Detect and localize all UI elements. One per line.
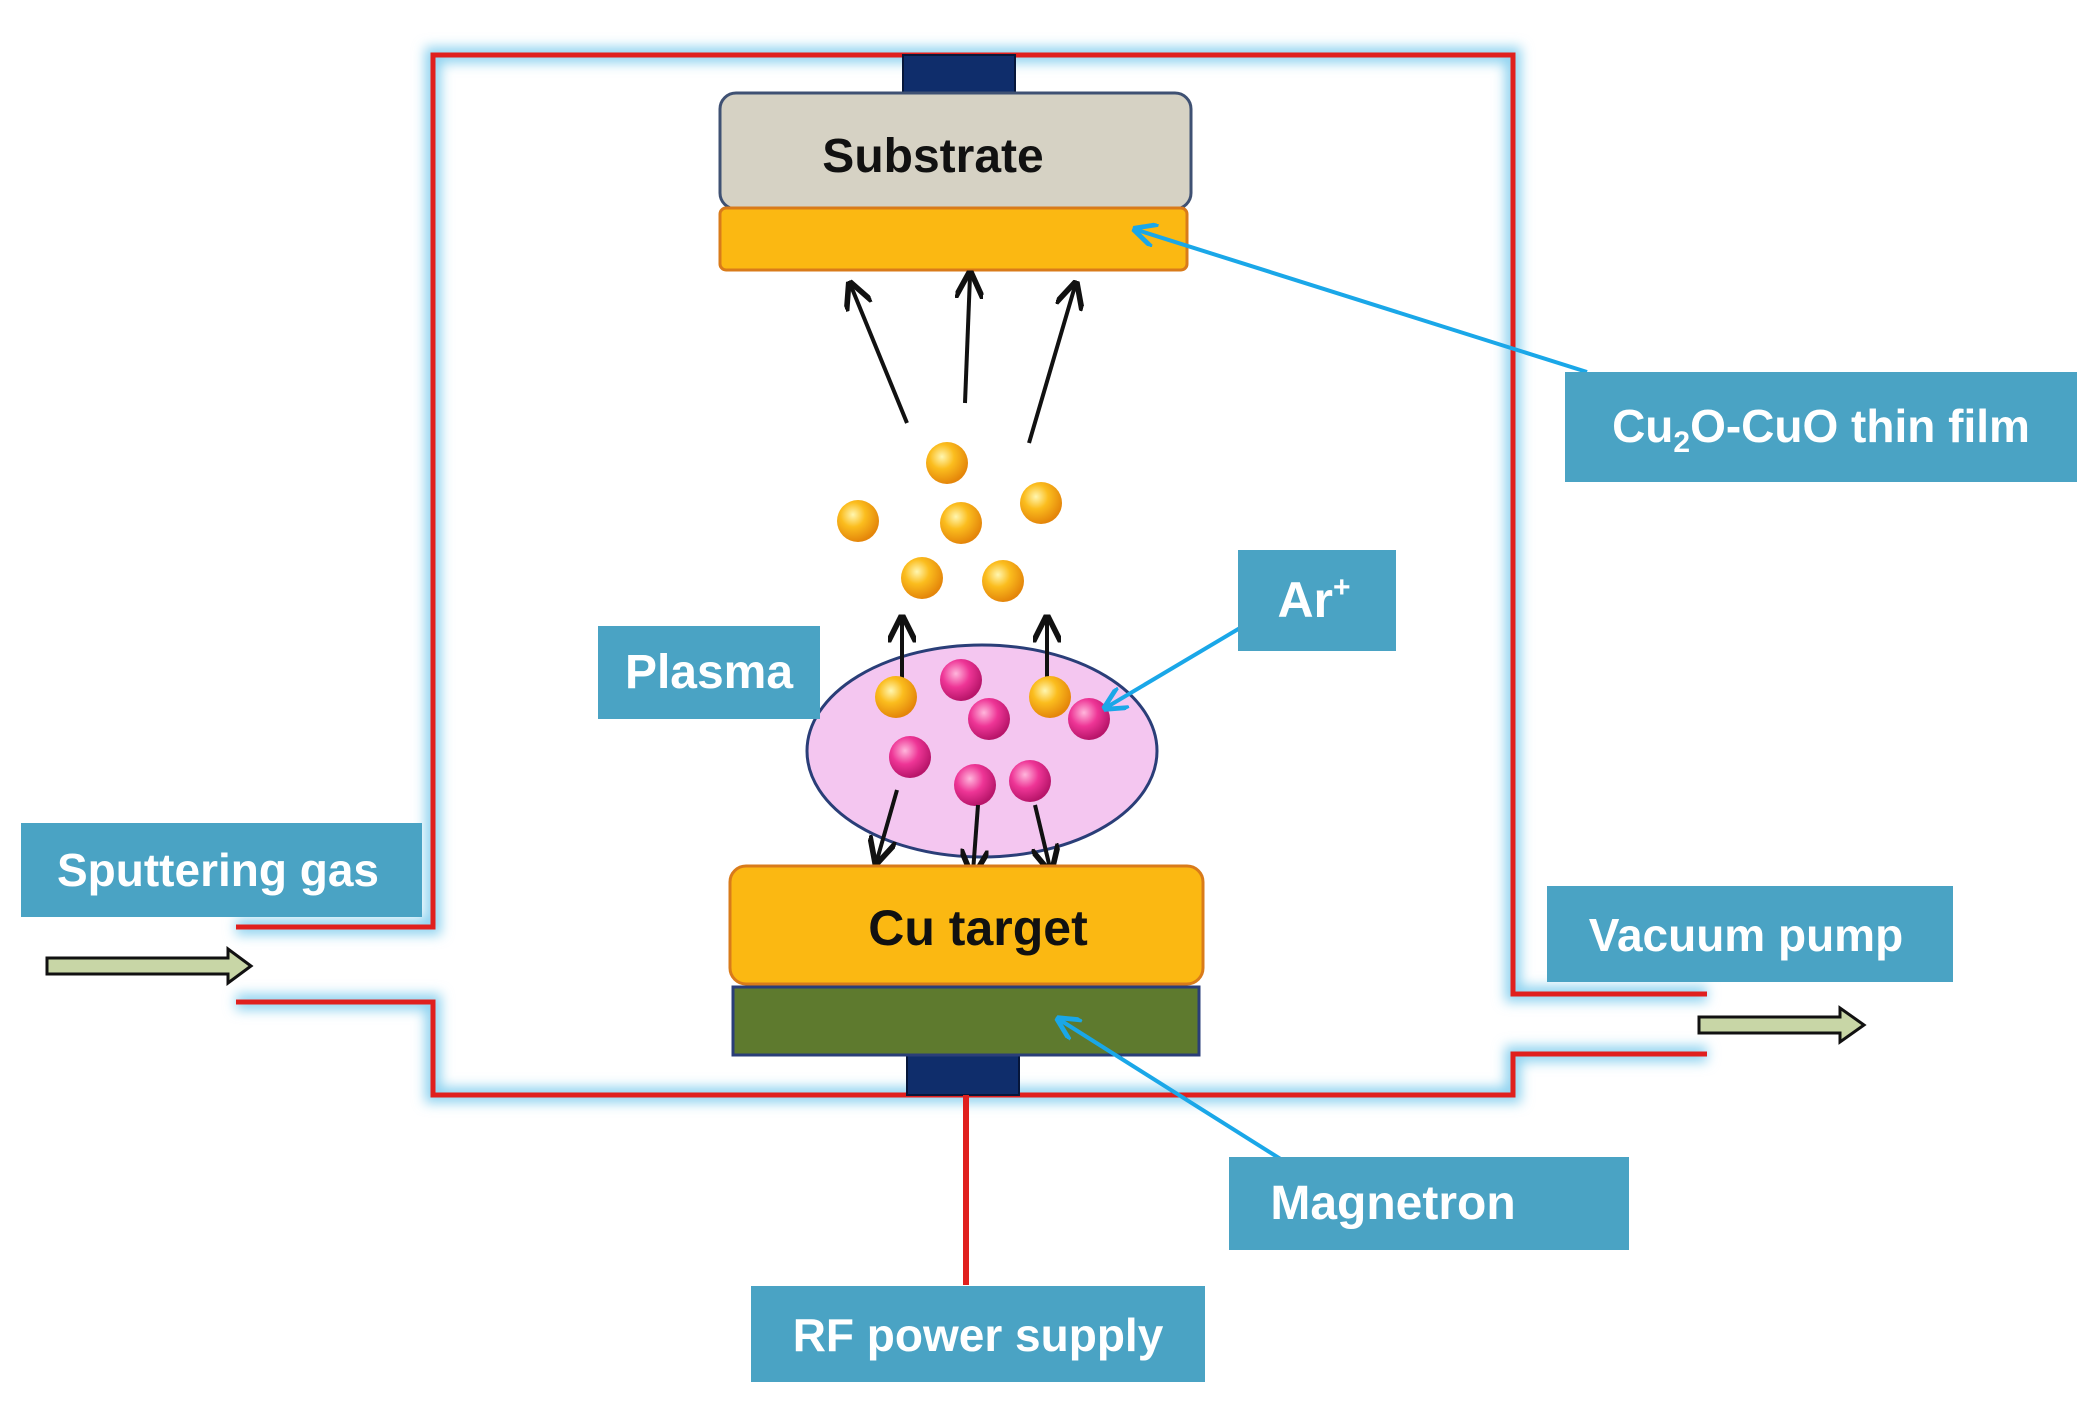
vacuum-pump-label: Vacuum pump	[1589, 909, 1903, 961]
magnetron-label: Magnetron	[1270, 1177, 1515, 1230]
top-feedthrough	[902, 54, 1016, 99]
plasma-cu-particles	[875, 676, 1071, 718]
pump-outlet-arrow	[1697, 1005, 1867, 1045]
label-vacuum-pump: Vacuum pump	[1547, 886, 1953, 982]
bottom-feedthrough	[906, 1054, 1020, 1096]
label-thin-film: Cu2O-CuO thin film	[1565, 372, 2077, 482]
svg-text:Cu2O-CuO thin film: Cu2O-CuO thin film	[1612, 400, 2030, 459]
callout-lines	[1060, 230, 1588, 1167]
label-ar-ion: Ar+	[1238, 550, 1396, 651]
magnetron	[731, 985, 1201, 1057]
label-magnetron: Magnetron	[1229, 1157, 1629, 1250]
svg-text:Ar+: Ar+	[1277, 571, 1350, 628]
bombardment-arrows	[877, 789, 1050, 872]
rf-power-supply-label: RF power supply	[793, 1309, 1164, 1361]
label-sputtering-gas: Sputtering gas	[21, 823, 422, 917]
substrate-label: Substrate	[822, 130, 1043, 183]
plasma-label: Plasma	[625, 646, 793, 699]
plasma	[805, 643, 1159, 859]
cu-target	[728, 864, 1205, 986]
label-plasma: Plasma	[598, 626, 820, 719]
cu-target-label: Cu target	[868, 900, 1088, 956]
sputtering-gas-label: Sputtering gas	[57, 844, 379, 896]
gas-inlet-arrow	[45, 946, 254, 986]
sputtered-cu-particles	[837, 442, 1062, 602]
plasma-up-arrows	[902, 620, 1047, 680]
label-rf-power-supply: RF power supply	[751, 1286, 1205, 1382]
deposition-arrows	[851, 276, 1075, 444]
thin-film	[718, 206, 1189, 272]
